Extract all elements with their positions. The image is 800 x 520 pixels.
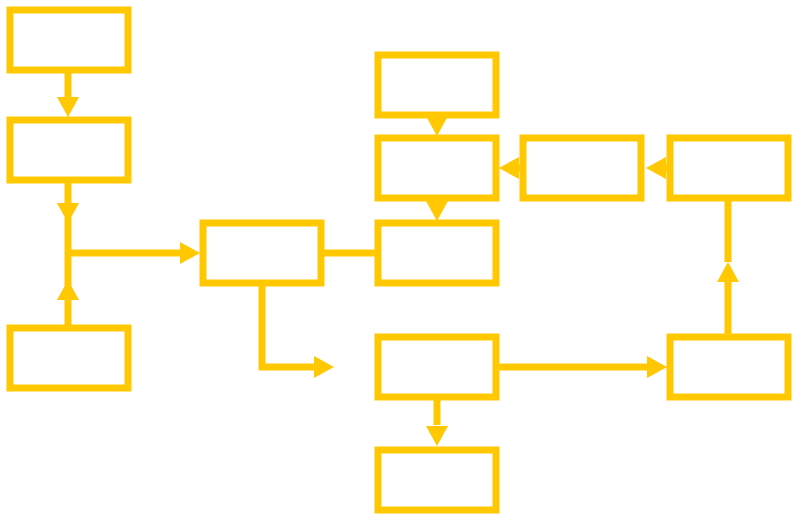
box-n5 bbox=[374, 51, 500, 119]
box-n8 bbox=[374, 333, 500, 401]
box-n9 bbox=[519, 134, 645, 202]
arrowhead-e12 bbox=[717, 262, 739, 282]
box-n4 bbox=[199, 219, 325, 287]
arrowhead-e9 bbox=[646, 157, 666, 179]
connector-e6 bbox=[258, 283, 315, 371]
box-n7 bbox=[374, 219, 500, 287]
box-n1 bbox=[6, 6, 132, 74]
box-n6 bbox=[374, 134, 500, 202]
arrowhead-e4b bbox=[180, 242, 200, 264]
arrowhead-e10 bbox=[499, 157, 519, 179]
box-n3 bbox=[6, 324, 132, 392]
arrowhead-e13 bbox=[426, 426, 448, 446]
arrowhead-e1 bbox=[57, 97, 79, 117]
arrowhead-e6 bbox=[314, 356, 334, 378]
box-n2 bbox=[6, 116, 132, 184]
arrowhead-e8 bbox=[426, 201, 448, 221]
boxes bbox=[6, 6, 792, 514]
box-n12 bbox=[374, 446, 500, 514]
box-n10 bbox=[666, 134, 792, 202]
arrowhead-e11 bbox=[647, 356, 667, 378]
box-n11 bbox=[666, 333, 792, 401]
arrowhead-e7 bbox=[426, 116, 448, 136]
